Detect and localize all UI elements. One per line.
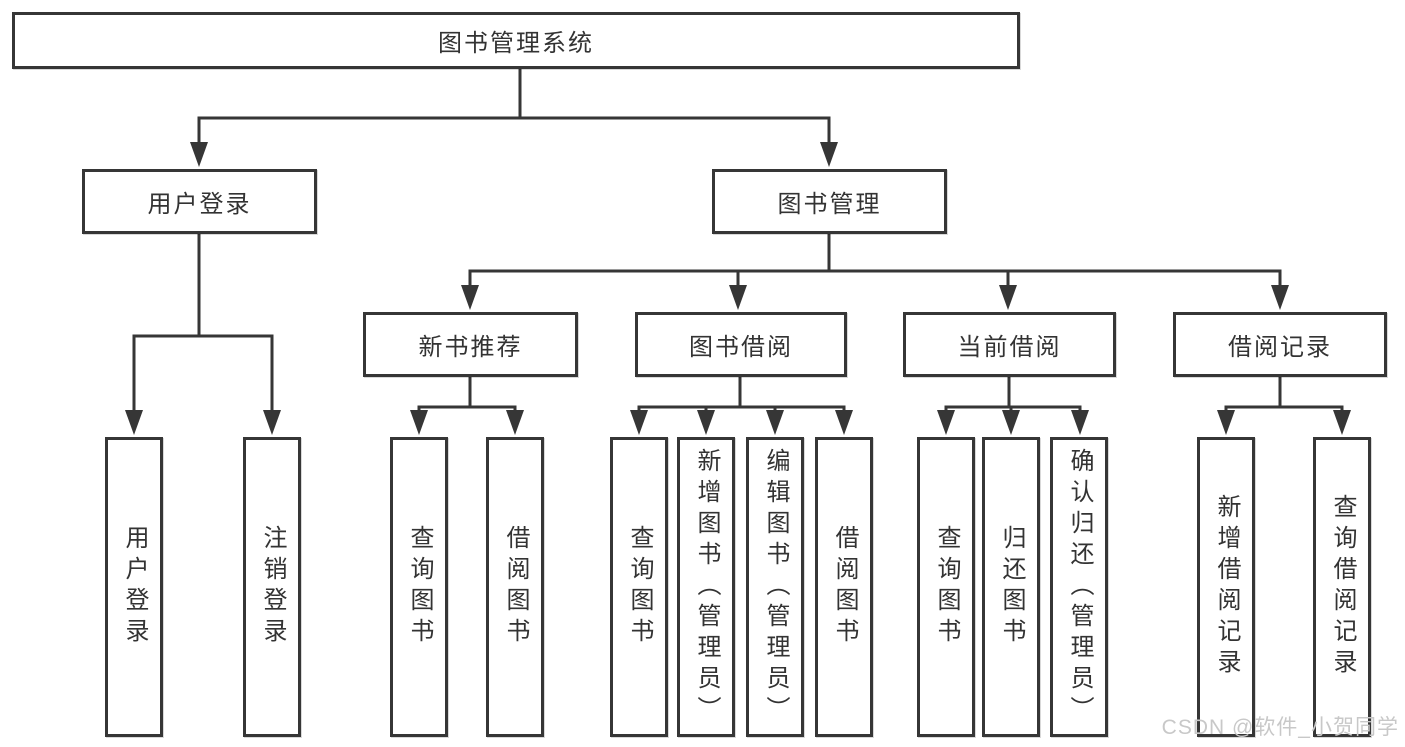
leaf-add-borrow-record: 新增借阅记录 <box>1197 437 1255 737</box>
leaf-add-books-admin: 新增图书（管理员） <box>677 437 735 737</box>
leaf-borrowing-borrow-books-label: 借阅图书 <box>831 525 858 649</box>
node-library-system: 图书管理系统 <box>12 12 1020 69</box>
leaf-borrowing-query-books-label: 查询图书 <box>626 525 653 649</box>
leaf-newbooks-query-books: 查询图书 <box>390 437 448 737</box>
node-book-borrowing: 图书借阅 <box>635 312 847 377</box>
leaf-add-books-admin-label: 新增图书（管理员） <box>693 447 720 727</box>
leaf-current-query-books-label: 查询图书 <box>933 525 960 649</box>
leaf-current-query-books: 查询图书 <box>917 437 975 737</box>
node-current-borrowing-label: 当前借阅 <box>957 334 1062 361</box>
node-current-borrowing: 当前借阅 <box>903 312 1116 377</box>
node-user-login: 用户登录 <box>82 169 317 234</box>
leaf-newbooks-borrow-books: 借阅图书 <box>486 437 544 737</box>
leaf-edit-books-admin-label: 编辑图书（管理员） <box>762 447 789 727</box>
leaf-add-borrow-record-label: 新增借阅记录 <box>1213 494 1240 680</box>
leaf-user-login-label: 用户登录 <box>121 525 148 649</box>
leaf-query-borrow-record: 查询借阅记录 <box>1313 437 1371 737</box>
node-book-borrowing-label: 图书借阅 <box>689 334 793 361</box>
node-new-book-recommend: 新书推荐 <box>363 312 578 377</box>
node-book-management-label: 图书管理 <box>777 191 882 218</box>
leaf-borrowing-query-books: 查询图书 <box>610 437 668 737</box>
leaf-return-books: 归还图书 <box>982 437 1040 737</box>
leaf-confirm-return-admin: 确认归还（管理员） <box>1050 437 1108 737</box>
leaf-query-borrow-record-label: 查询借阅记录 <box>1329 494 1356 680</box>
node-new-book-recommend-label: 新书推荐 <box>418 334 523 361</box>
leaf-borrowing-borrow-books: 借阅图书 <box>815 437 873 737</box>
leaf-logout-label: 注销登录 <box>259 525 286 649</box>
leaf-user-login: 用户登录 <box>105 437 163 737</box>
csdn-watermark: CSDN @软件_小贺同学 <box>1161 716 1399 739</box>
node-borrowing-records-label: 借阅记录 <box>1228 334 1332 361</box>
leaf-return-books-label: 归还图书 <box>998 525 1025 649</box>
leaf-newbooks-borrow-books-label: 借阅图书 <box>502 525 529 649</box>
leaf-newbooks-query-books-label: 查询图书 <box>406 525 433 649</box>
node-borrowing-records: 借阅记录 <box>1173 312 1387 377</box>
leaf-confirm-return-admin-label: 确认归还（管理员） <box>1066 447 1093 727</box>
node-book-management: 图书管理 <box>712 169 947 234</box>
leaf-edit-books-admin: 编辑图书（管理员） <box>746 437 804 737</box>
leaf-logout: 注销登录 <box>243 437 301 737</box>
node-user-login-label: 用户登录 <box>147 191 252 218</box>
node-library-system-label: 图书管理系统 <box>438 30 594 57</box>
